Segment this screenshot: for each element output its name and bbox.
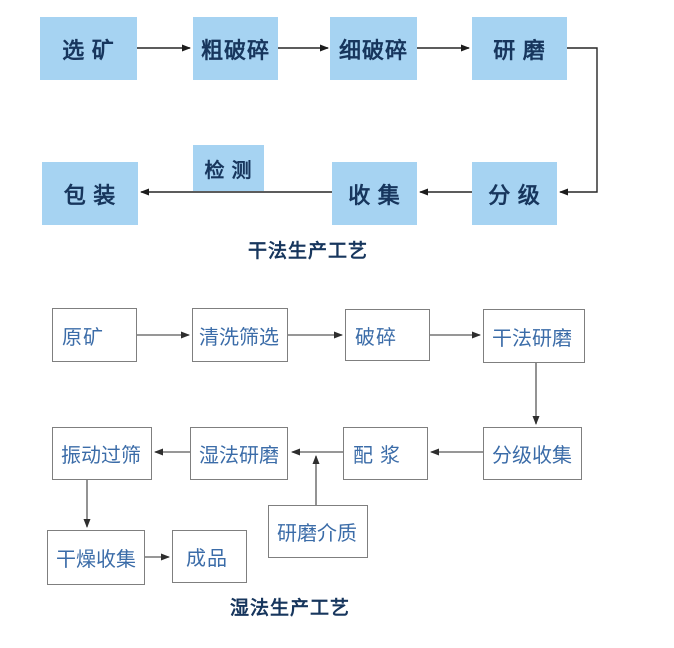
node-grinding-media: 研磨介质	[268, 505, 368, 558]
node-grinding: 研 磨	[472, 17, 567, 80]
node-collection: 收 集	[332, 162, 417, 225]
node-drying-collection: 干燥收集	[47, 530, 145, 585]
node-raw-ore: 原矿	[52, 308, 137, 362]
node-finished-product: 成品	[172, 530, 247, 583]
wet-process-title: 湿法生产工艺	[229, 598, 350, 619]
node-dry-grinding: 干法研磨	[483, 309, 585, 363]
node-crushing: 破碎	[345, 309, 430, 361]
node-wet-grinding: 湿法研磨	[190, 427, 288, 480]
node-slurry-preparation: 配 浆	[343, 427, 428, 480]
node-packaging: 包 装	[42, 162, 138, 225]
node-fine-crushing: 细破碎	[330, 17, 417, 80]
node-inspection: 检 测	[193, 145, 264, 191]
node-vibrating-sieving: 振动过筛	[52, 427, 152, 480]
node-classified-collection: 分级收集	[483, 427, 582, 480]
node-classification: 分 级	[472, 162, 557, 225]
node-ore-selection: 选 矿	[40, 17, 137, 80]
node-coarse-crushing: 粗破碎	[193, 17, 278, 80]
arrow-grinding-to-classification	[559, 47, 598, 196]
dry-process-title: 干法生产工艺	[247, 241, 368, 262]
node-washing-screening: 清洗筛选	[192, 308, 288, 362]
